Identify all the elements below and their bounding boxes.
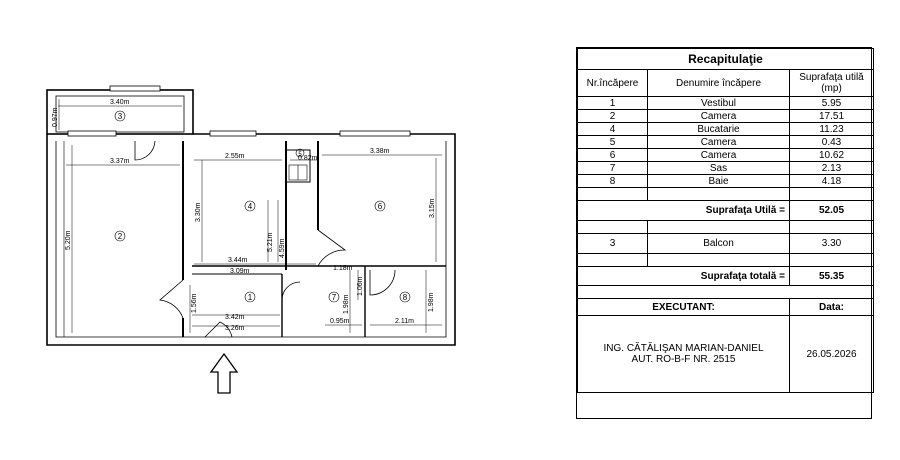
dim-hall-total: 3.44m [228, 257, 248, 264]
dim-room7-top: 1.18m [333, 265, 353, 272]
engineer-authorization: AUT. RO-B-F NR. 2515 [631, 354, 736, 365]
dim-room2-width: 3.37m [110, 158, 130, 165]
date-label: Data: [789, 298, 874, 316]
util-area-value: 52.05 [789, 200, 874, 221]
dim-room4-width: 2.55m [225, 153, 245, 160]
room-number-2: 2 [118, 232, 123, 241]
door-room8 [369, 269, 396, 296]
door-room2 [159, 279, 184, 319]
engineer-block: ING. CĂTĂLIŞAN MARIAN-DANIEL AUT. RO-B-F… [577, 315, 790, 393]
door-hall-room7 [317, 229, 347, 267]
floor-plan: 3.40m 0.97m 3.37m 5.20m 2.55m 3.30m 0.82… [46, 85, 456, 394]
door-room1 [281, 281, 301, 301]
dim-room8-height: 1.98m [428, 292, 435, 312]
room-number-7: 7 [332, 293, 337, 302]
door-entrance [204, 321, 233, 338]
executant-label: EXECUTANT: [577, 298, 790, 316]
room-number-8: 8 [403, 293, 408, 302]
col-header-area: Suprafaţa utilă (mp) [789, 69, 874, 97]
dim-room4-height: 3.30m [195, 202, 202, 222]
room5-box [285, 149, 311, 183]
window-room2 [67, 130, 117, 137]
interior-wall-line [55, 141, 447, 338]
dim-hall-height-b: 4.59m [279, 238, 286, 258]
dim-room2-height: 5.20m [65, 230, 72, 250]
entrance-arrow-icon [209, 352, 239, 394]
balcony-inner [55, 95, 185, 133]
exterior-wall [46, 133, 456, 346]
door-balcony [134, 140, 156, 161]
engineer-name: ING. CĂTĂLIŞAN MARIAN-DANIEL [603, 343, 764, 354]
total-area-label: Suprafaţa totală = [577, 266, 790, 286]
recap-table: Recapitulaţie Nr.încăpere Denumire încăp… [576, 47, 874, 419]
dim-room1-width-a: 3.42m [225, 314, 245, 321]
dim-room1-width-b: 3.26m [225, 325, 245, 332]
room-number-1: 1 [248, 293, 253, 302]
window-kitchen [209, 130, 257, 137]
dim-room7-height: 1.98m [343, 294, 350, 314]
room-number-4: 4 [248, 202, 253, 211]
room-number-5: 5 [298, 152, 302, 158]
dim-room7-bottom: 0.95m [330, 318, 350, 325]
room-number-3: 3 [118, 112, 123, 121]
dim-balcony-width: 3.40m [110, 99, 130, 106]
col-header-name: Denumire încăpere [647, 69, 790, 97]
date-value: 26.05.2026 [789, 315, 874, 393]
util-area-label: Suprafaţa Utilă = [577, 200, 790, 221]
total-area-value: 55.35 [789, 266, 874, 286]
dim-room7-height-b: 1.06m [357, 276, 364, 296]
dim-hall-inner: 3.09m [230, 268, 250, 275]
dim-hall-height-a: 5.21m [267, 232, 274, 252]
recap-title: Recapitulaţie [577, 48, 874, 70]
col-header-nr: Nr.încăpere [577, 69, 648, 97]
window-balcony [109, 85, 161, 92]
dim-room6-height: 3.15m [429, 198, 436, 218]
dim-room6-width: 3.38m [370, 148, 390, 155]
dim-balcony-depth: 0.97m [52, 107, 59, 127]
dim-room8-width: 2.11m [395, 318, 414, 325]
room-number-6: 6 [378, 202, 383, 211]
window-room6 [339, 130, 411, 137]
dim-room5-width: 0.82m [298, 155, 318, 162]
dim-room1-height: 1.56m [191, 293, 198, 313]
